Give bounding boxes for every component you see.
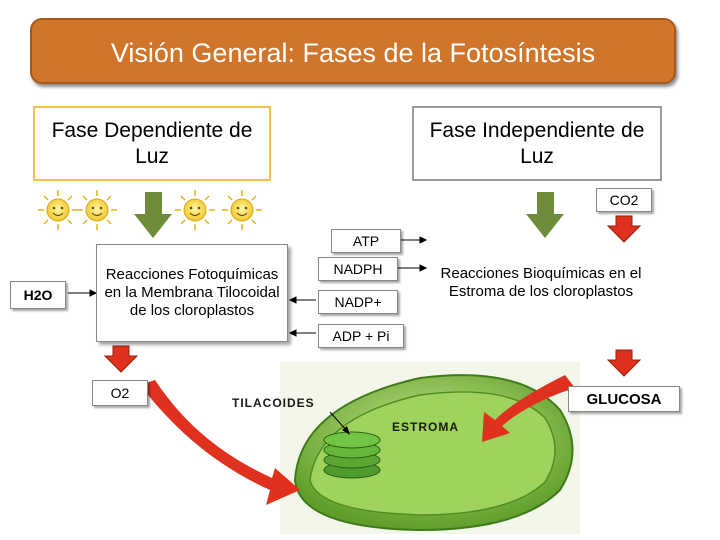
photochemical-reactions-box: Reacciones Fotoquímicas en la Membrana T… bbox=[96, 244, 288, 342]
co2-box: CO2 bbox=[596, 188, 652, 212]
light-independent-phase-box: Fase Independiente de Luz bbox=[412, 106, 662, 181]
adp-connector bbox=[288, 329, 316, 337]
atp-label: ATP bbox=[352, 233, 380, 249]
sun-icon bbox=[222, 190, 262, 230]
light-independent-phase-label: Fase Independiente de Luz bbox=[429, 118, 645, 168]
glucose-box: GLUCOSA bbox=[568, 386, 680, 412]
sun-icon bbox=[38, 190, 78, 230]
stroma-label: ESTROMA bbox=[392, 420, 459, 434]
light-dependent-phase-box: Fase Dependiente de Luz bbox=[33, 106, 271, 181]
nadph-label: NADPH bbox=[333, 261, 383, 277]
adp-label: ADP + Pi bbox=[332, 328, 390, 344]
photochemical-reactions-text: Reacciones Fotoquímicas en la Membrana T… bbox=[104, 266, 280, 319]
nadph-box: NADPH bbox=[318, 257, 398, 281]
h2o-connector bbox=[68, 289, 98, 297]
nadph-connector bbox=[398, 264, 428, 272]
o2-label: O2 bbox=[110, 385, 130, 401]
h2o-label: H2O bbox=[23, 287, 53, 303]
co2-label: CO2 bbox=[609, 192, 639, 208]
biochemical-reactions-text: Reacciones Bioquímicas en el Estroma de … bbox=[440, 265, 642, 300]
co2-down-arrow bbox=[606, 215, 642, 243]
left-big-curved-arrow bbox=[140, 380, 300, 505]
stroma-input-arrow bbox=[526, 192, 564, 238]
title-banner: Visión General: Fases de la Fotosíntesis bbox=[30, 18, 676, 84]
thylakoids-label: TILACOIDES bbox=[232, 396, 315, 410]
sun-icon bbox=[175, 190, 215, 230]
atp-box: ATP bbox=[331, 229, 401, 253]
glucose-down-arrow bbox=[606, 349, 642, 377]
adp-box: ADP + Pi bbox=[318, 324, 404, 348]
h2o-box: H2O bbox=[10, 281, 66, 309]
sun-icon bbox=[77, 190, 117, 230]
light-input-arrow bbox=[134, 192, 172, 238]
light-dependent-phase-label: Fase Dependiente de Luz bbox=[51, 118, 253, 168]
chloroplast-illustration bbox=[280, 362, 580, 534]
nadp-box: NADP+ bbox=[318, 290, 398, 314]
nadp-connector bbox=[288, 296, 316, 304]
nadp-label: NADP+ bbox=[334, 294, 382, 310]
atp-connector bbox=[401, 236, 428, 244]
right-big-curved-arrow bbox=[482, 375, 575, 442]
page-title: Visión General: Fases de la Fotosíntesis bbox=[110, 38, 596, 68]
thylakoid-stack bbox=[323, 431, 381, 479]
glucose-label: GLUCOSA bbox=[586, 390, 662, 408]
o2-down-arrow bbox=[103, 345, 139, 373]
o2-box: O2 bbox=[92, 380, 148, 406]
